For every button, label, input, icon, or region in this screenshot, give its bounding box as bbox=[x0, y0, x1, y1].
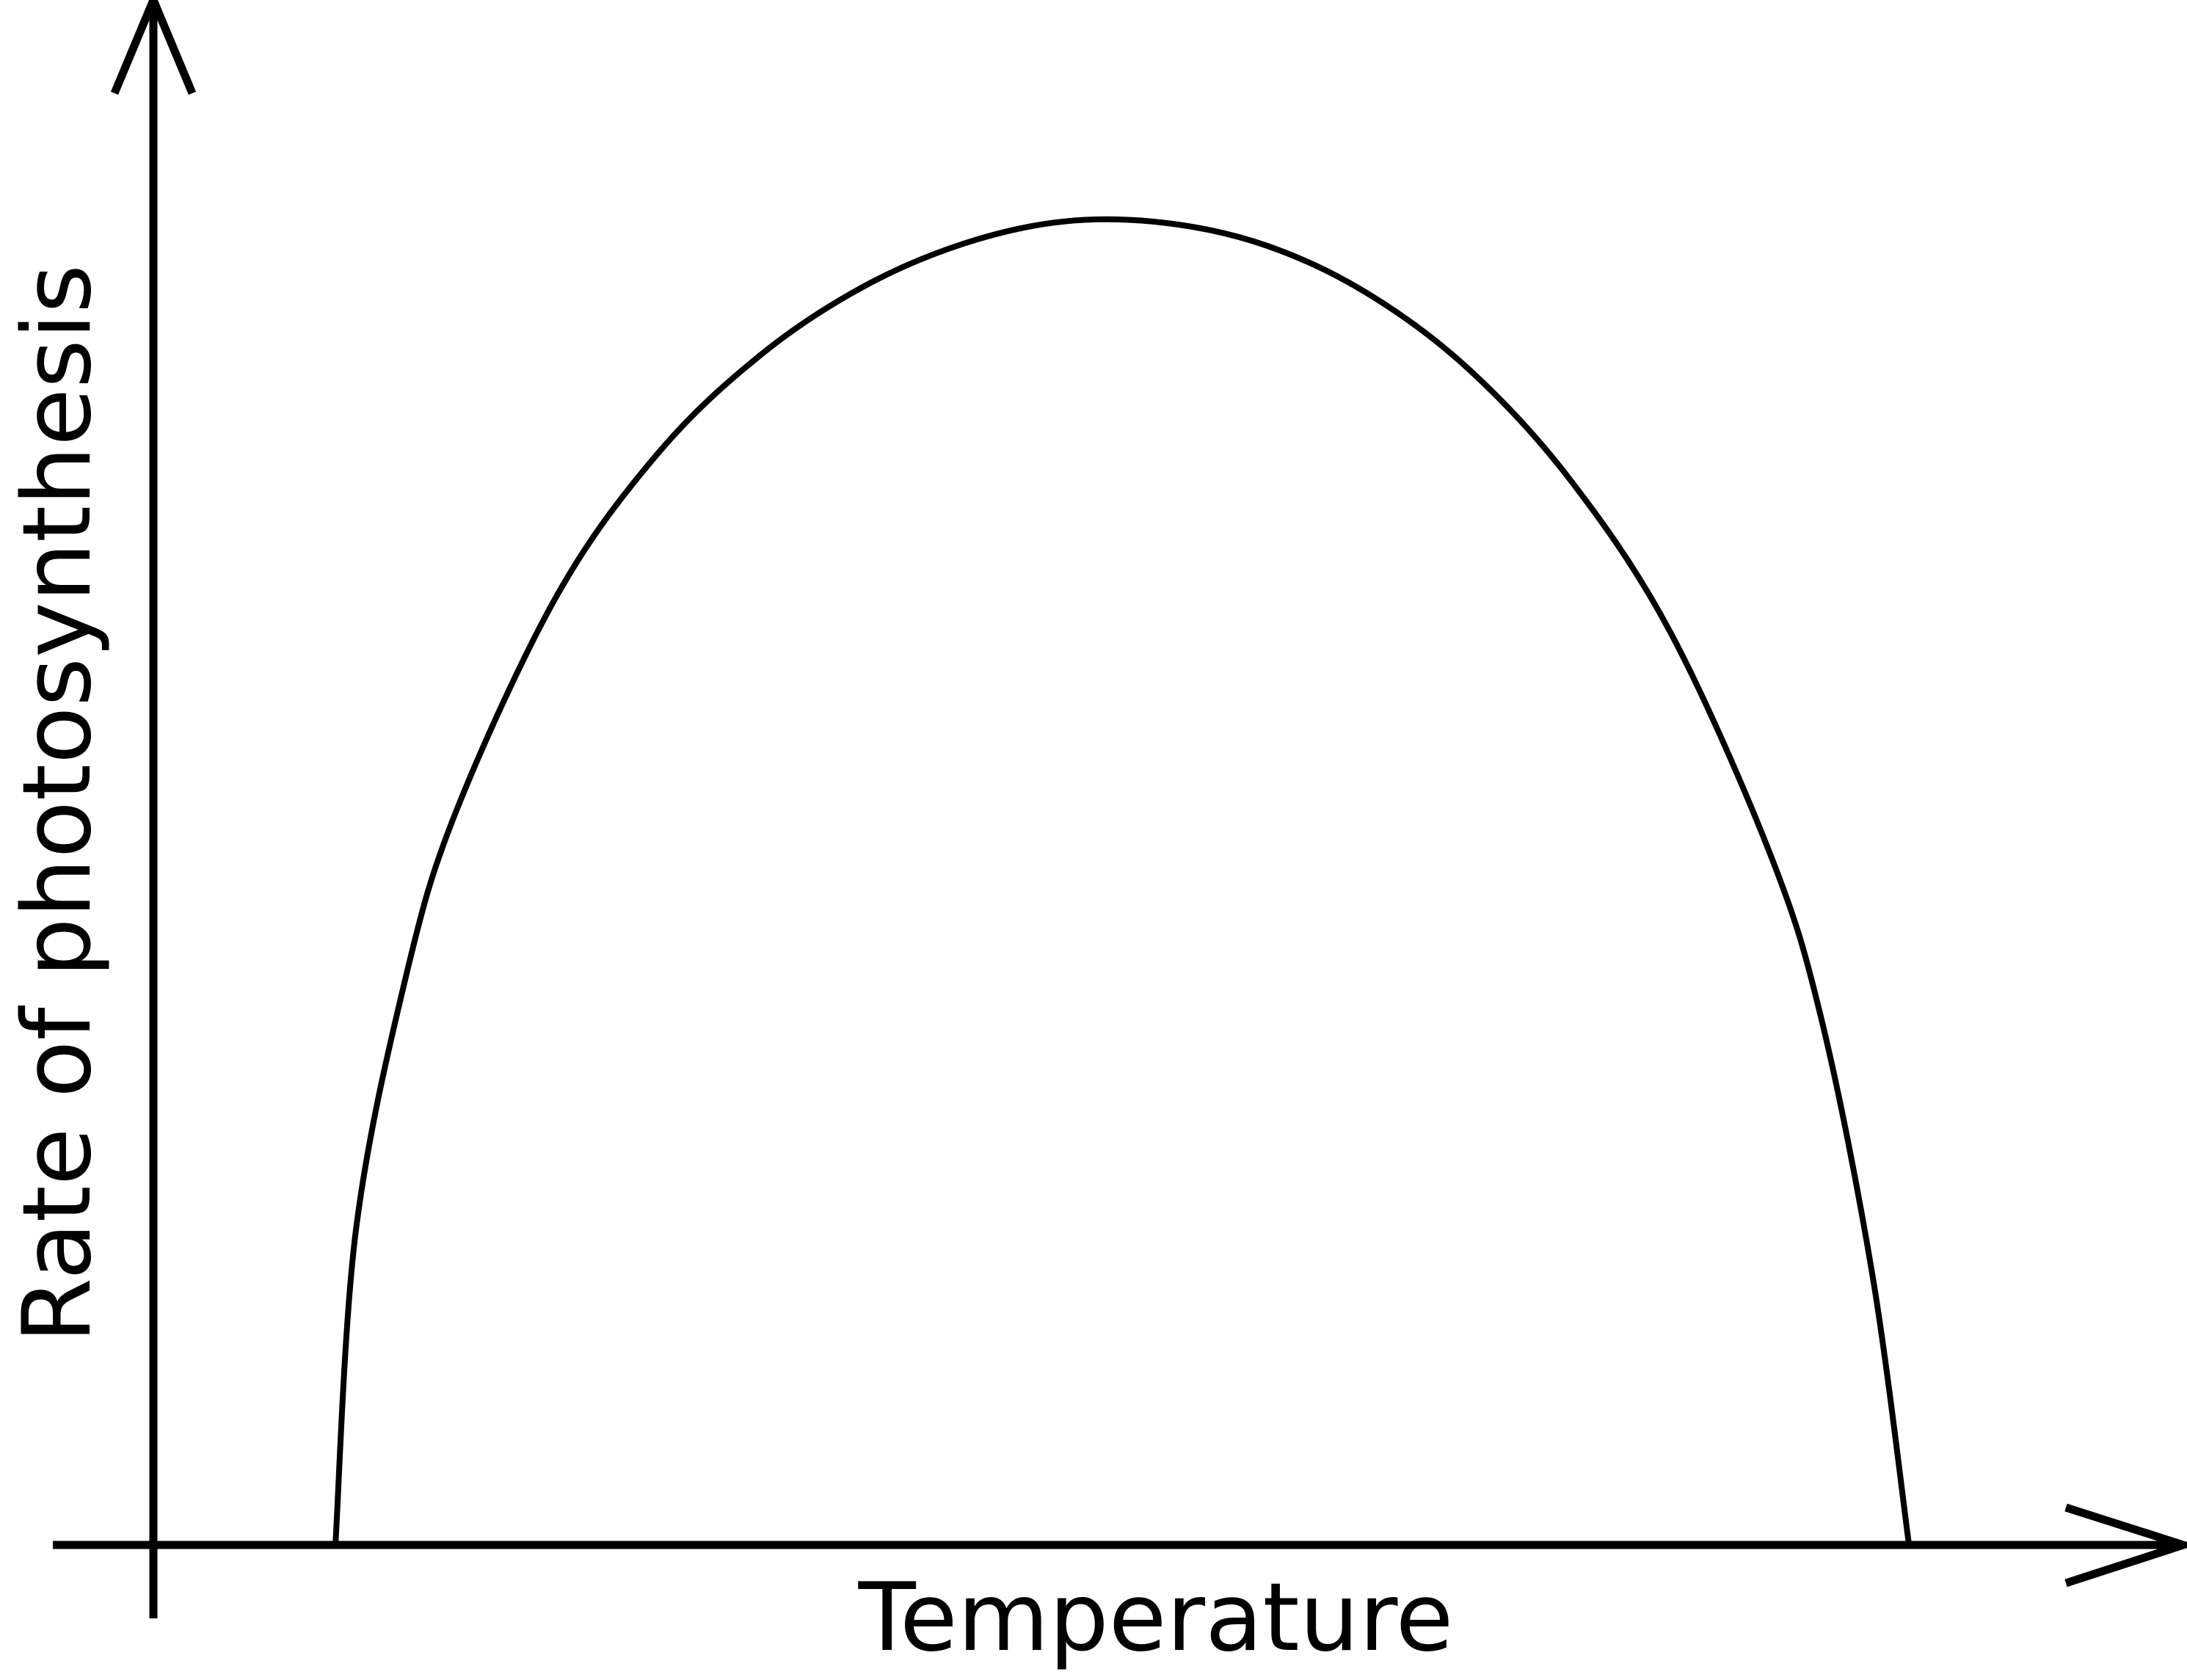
x-axis-label: Temperature bbox=[858, 1563, 1454, 1673]
series-line bbox=[332, 216, 1913, 1546]
y-axis-arrow-icon bbox=[110, 0, 197, 95]
y-axis-label: Rate of photosynthesis bbox=[3, 264, 112, 1343]
x-axis-arrow-icon bbox=[2064, 1503, 2187, 1588]
